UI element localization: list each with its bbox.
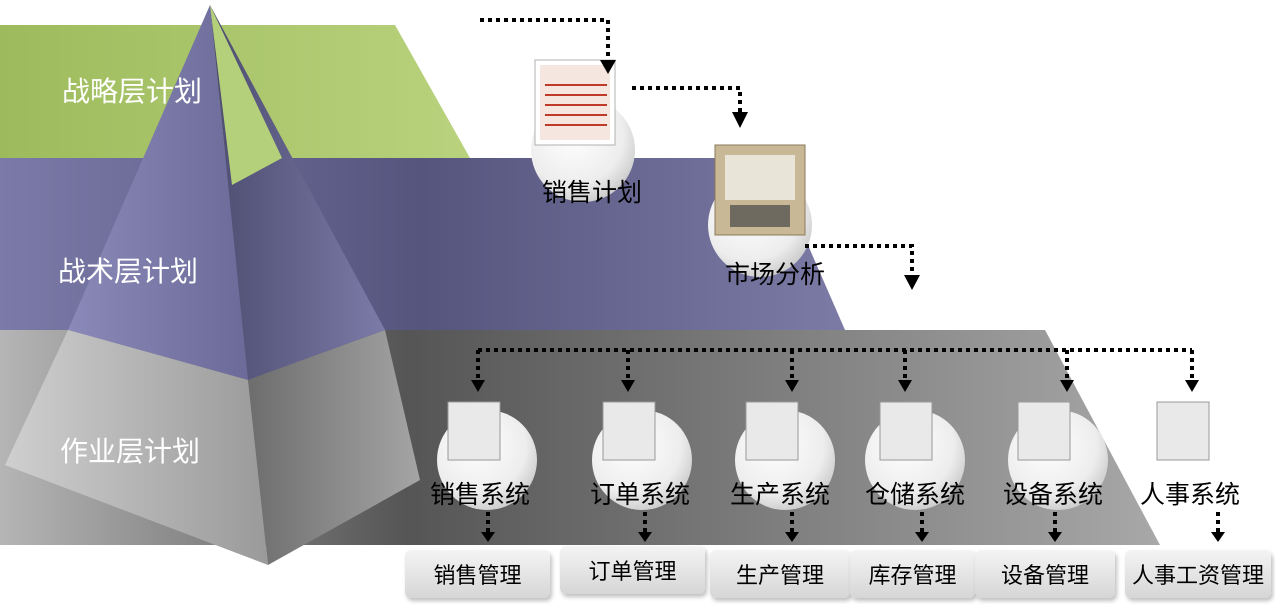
management-box: 销售管理	[405, 550, 550, 598]
arrowheads	[471, 60, 1225, 542]
management-box: 人事工资管理	[1125, 550, 1271, 598]
sales-plan-label: 销售计划	[542, 178, 643, 207]
tier-tactical-label: 战术层计划	[58, 255, 199, 288]
system-label: 订单系统	[590, 480, 691, 509]
system-discs	[437, 401, 1210, 510]
market-analysis-label: 市场分析	[725, 260, 826, 289]
system-label: 生产系统	[730, 480, 831, 509]
system-label: 设备系统	[1003, 480, 1104, 509]
pyramid-gray-left	[5, 330, 268, 565]
system-label: 销售系统	[430, 480, 531, 509]
tier-operational-label: 作业层计划	[60, 435, 201, 468]
management-box: 库存管理	[850, 550, 975, 598]
system-label: 仓储系统	[865, 480, 966, 509]
pyramid-gray-right	[248, 330, 420, 565]
pyramid-green-face	[210, 5, 282, 185]
sales-plan-node	[531, 59, 635, 202]
pyramid-left-face	[68, 5, 248, 380]
management-box: 设备管理	[975, 550, 1115, 598]
management-box: 生产管理	[710, 550, 850, 598]
management-box: 订单管理	[560, 546, 705, 594]
system-label: 人事系统	[1140, 480, 1241, 509]
flow-arrows	[476, 18, 1220, 532]
tier-strategic-label: 战略层计划	[62, 75, 203, 108]
market-analysis-node	[708, 144, 812, 277]
